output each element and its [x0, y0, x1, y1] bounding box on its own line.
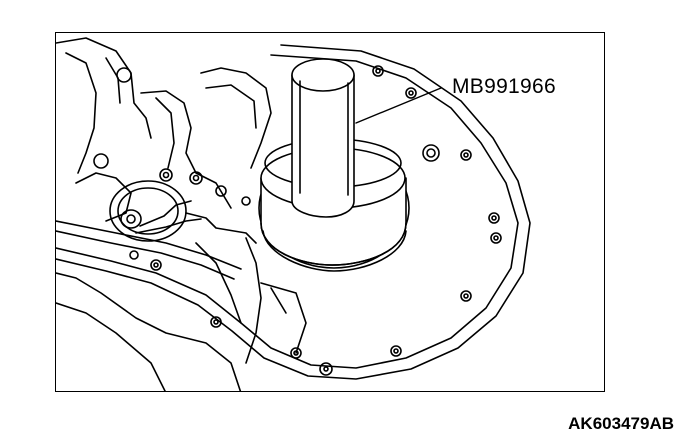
callout-leader-line — [355, 87, 442, 124]
figure-id-label: AK603479AB — [568, 414, 674, 433]
case-casting-details — [56, 37, 272, 222]
transaxle-case-illustration — [56, 37, 531, 391]
lower-case-structure — [56, 237, 307, 391]
flange-bolt-holes — [129, 65, 502, 376]
special-tool-icon — [260, 58, 407, 272]
tool-number-label: MB991966 — [452, 75, 556, 98]
case-flange — [56, 44, 531, 380]
left-shaft-boss — [109, 180, 257, 244]
illustration-frame — [55, 32, 605, 392]
